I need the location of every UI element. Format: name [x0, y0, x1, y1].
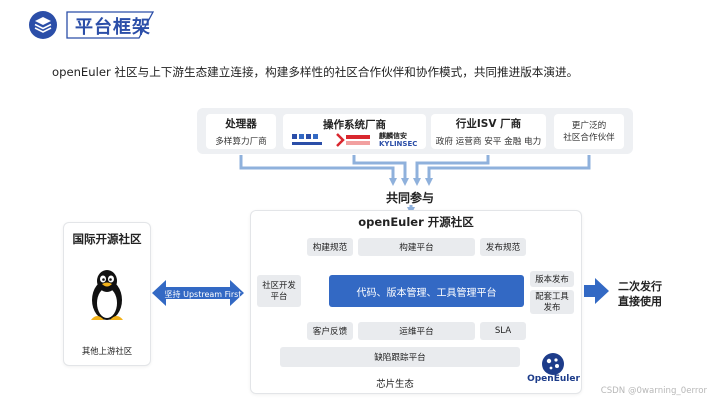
build-platform-box: 构建平台: [358, 238, 475, 256]
partner-wider: 更广泛的 社区合作伙伴: [554, 114, 624, 149]
dev-platform-line2: 平台: [270, 291, 288, 301]
version-release-box: 版本发布: [530, 271, 574, 287]
tool-release-box: 配套工具 发布: [530, 290, 574, 314]
isv-subtitle: 政府 运营商 安平 金融 电力: [435, 137, 542, 147]
intro-text: openEuler 社区与上下游生态建立连接，构建多样性的社区合作伙伴和协作模式…: [52, 65, 579, 79]
build-spec-box: 构建规范: [307, 238, 353, 256]
openeuler-logo-icon: [542, 353, 564, 375]
sla-box: SLA: [480, 322, 526, 340]
processor-subtitle: 多样算力厂商: [215, 137, 267, 147]
upstream-first-label: 坚持 Upstream First: [164, 290, 242, 299]
openeuler-logo-text: OpenEuler: [527, 374, 580, 384]
section-title: 平台框架: [75, 17, 151, 38]
kylinsec-logo-en: KYLINSEC: [379, 140, 418, 148]
watermark: CSDN @0warning_0error: [600, 386, 707, 396]
partner-processor: 处理器 多样算力厂商: [206, 114, 276, 149]
partner-isv: 行业ISV 厂商 政府 运营商 安平 金融 电力: [431, 114, 546, 149]
dev-platform-line1: 社区开发: [262, 280, 296, 290]
partner-os-vendor: 操作系统厂商 麒麟信安 KYLINSEC: [283, 114, 426, 149]
converge-label: 共同参与: [385, 191, 434, 205]
os-vendor-title: 操作系统厂商: [323, 119, 386, 131]
tool-release-line2: 发布: [543, 302, 561, 312]
layers-icon: [34, 17, 52, 33]
tool-release-line1: 配套工具: [535, 291, 569, 301]
isv-title: 行业ISV 厂商: [455, 118, 522, 130]
output-label: 二次发行 直接使用: [612, 279, 668, 309]
os-vendor-logo-1: [292, 134, 322, 145]
chip-ecosystem-label: 芯片生态: [376, 379, 414, 390]
section-header: 平台框架: [27, 9, 157, 41]
output-line1: 二次发行: [618, 280, 662, 293]
processor-title: 处理器: [225, 118, 257, 130]
ops-platform-box: 运维平台: [358, 322, 475, 340]
core-platform-box: 代码、版本管理、工具管理平台: [329, 275, 524, 307]
defect-platform-box: 缺陷跟踪平台: [280, 347, 520, 367]
os-vendor-logo-3: 麒麟信安 KYLINSEC: [379, 132, 423, 148]
international-subtitle: 其他上游社区: [81, 346, 133, 356]
os-vendor-logo-2: [336, 133, 370, 147]
dev-platform-box: 社区开发 平台: [257, 275, 301, 307]
kylinsec-logo-cn: 麒麟信安: [379, 132, 407, 140]
community-title: openEuler 开源社区: [358, 215, 474, 229]
output-line2: 直接使用: [618, 295, 662, 308]
customer-feedback-box: 客户反馈: [307, 322, 353, 340]
release-spec-box: 发布规范: [480, 238, 526, 256]
wider-line2: 社区合作伙伴: [563, 132, 615, 143]
wider-line1: 更广泛的: [571, 120, 607, 131]
international-title: 国际开源社区: [72, 232, 142, 246]
tux-penguin-icon: [91, 270, 123, 320]
